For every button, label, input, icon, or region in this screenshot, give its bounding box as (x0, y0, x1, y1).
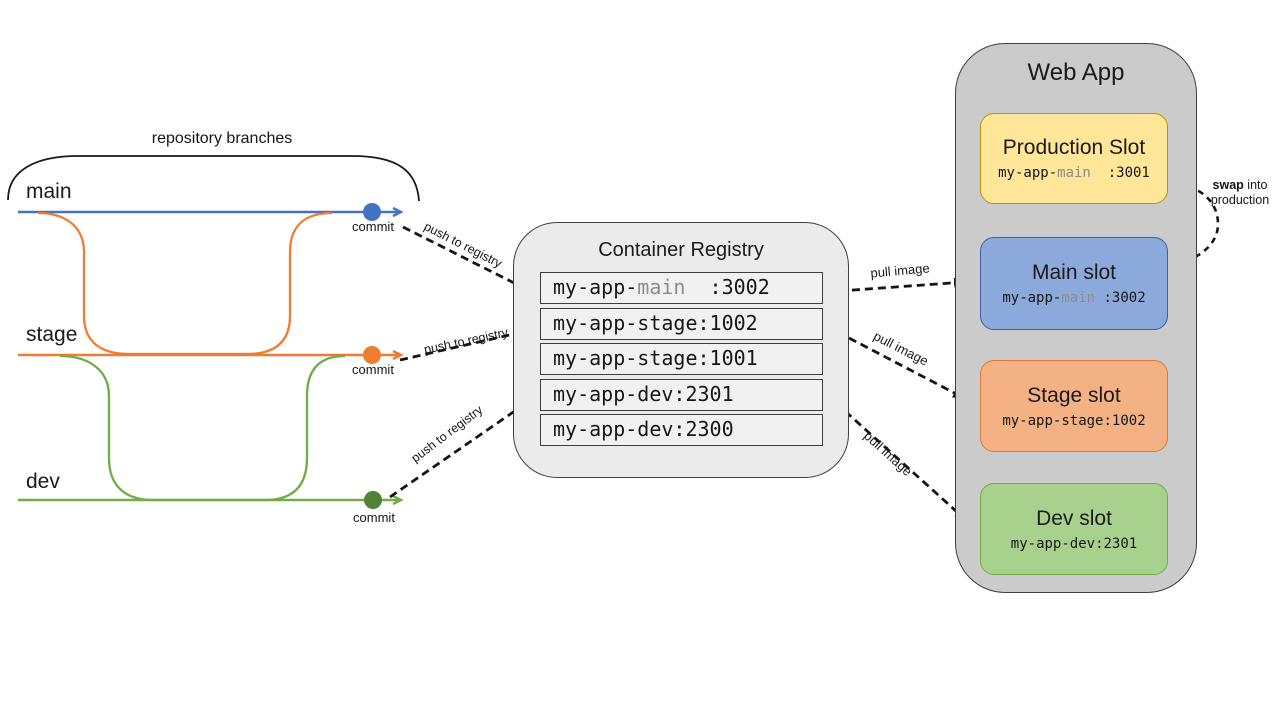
branch-label-main: main (26, 180, 72, 203)
registry-row: my-app-dev:2301 (540, 378, 823, 411)
slot-main-image: my-app-main :3002 (1002, 290, 1145, 306)
commit-dot-main (363, 203, 381, 221)
text-part: swap (1212, 178, 1244, 192)
text-part: my-app- (998, 165, 1058, 181)
slot-stage: Stage slot my-app-stage:1002 (980, 360, 1168, 452)
swap-label: swap into production (1202, 178, 1278, 208)
text-part: my-app-stage:1002 (1002, 412, 1146, 429)
branch-label-stage: stage (26, 323, 78, 346)
text-part: my-app-dev:2301 (1010, 535, 1138, 552)
slot-dev-title: Dev slot (1036, 506, 1112, 530)
text-part: main (637, 275, 686, 299)
text-part: main (1057, 165, 1091, 181)
branch-curve-stage-merge (37, 211, 333, 356)
text-part: my-app-stage:1001 (553, 346, 758, 370)
commit-dot-dev (364, 491, 382, 509)
text-part: my-app- (1002, 290, 1062, 306)
slot-production-image: my-app-main :3001 (998, 165, 1150, 181)
registry-row: my-app-stage:1002 (540, 307, 823, 340)
slot-dev: Dev slot my-app-dev:2301 (980, 483, 1168, 575)
pull-arrow-main (825, 277, 966, 294)
registry-row-list: my-app-main :3002 my-app-stage:1002 my-a… (540, 272, 823, 450)
slot-stage-image: my-app-stage:1002 (1002, 413, 1145, 429)
commit-dot-stage (363, 346, 381, 364)
text-part: my-app-dev:2300 (553, 417, 734, 441)
text-part: :3002 (685, 275, 770, 299)
text-part: :3002 (1095, 290, 1146, 306)
commit-label-stage: commit (352, 362, 394, 377)
text-part: :3001 (1090, 165, 1150, 181)
text-part: main (1061, 290, 1096, 306)
pull-arrow-dev (825, 392, 967, 522)
commit-label-dev: commit (353, 510, 395, 525)
web-app-title: Web App (1027, 59, 1125, 86)
registry-row: my-app-main :3002 (540, 272, 823, 304)
slot-production-title: Production Slot (1002, 136, 1146, 159)
text-part: my-app-dev:2301 (553, 381, 734, 406)
branch-label-dev: dev (26, 470, 60, 493)
slot-dev-image: my-app-dev:2301 (1011, 536, 1137, 552)
registry-row: my-app-dev:2300 (540, 414, 823, 446)
swap-label-line2: production (1210, 193, 1270, 207)
registry-row: my-app-stage:1001 (540, 343, 823, 375)
container-registry-title: Container Registry (598, 239, 764, 261)
swap-label-line1: swap into (1213, 178, 1268, 192)
slot-main: Main slot my-app-main :3002 (980, 237, 1168, 330)
repository-branches-label: repository branches (151, 130, 293, 147)
slot-production: Production Slot my-app-main :3001 (980, 113, 1168, 204)
push-arrow-stage (399, 328, 528, 362)
branch-curve-dev-merge (59, 354, 346, 502)
push-arrow-dev (389, 402, 526, 499)
slot-main-title: Main slot (1031, 261, 1117, 284)
commit-label-main: commit (352, 219, 394, 234)
slot-stage-title: Stage slot (1027, 383, 1121, 407)
repository-branches-brace (7, 155, 420, 202)
text-part: my-app-stage:1002 (553, 310, 758, 335)
text-part: into (1243, 178, 1268, 192)
push-arrow-main (402, 225, 527, 291)
text-part: my-app- (553, 275, 638, 299)
